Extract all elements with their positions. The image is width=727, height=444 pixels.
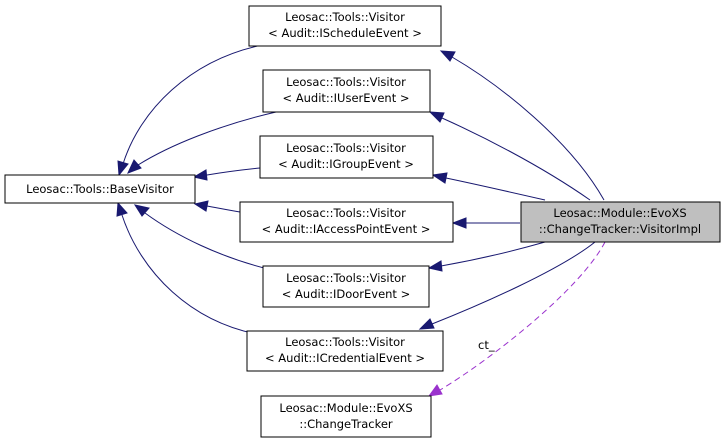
node-visitor-igroupevent-line2: < Audit::IGroupEvent > [278,157,414,171]
usage-edge-ct: ct_ [427,241,606,397]
node-visitor-igroupevent[interactable]: Leosac::Tools::Visitor < Audit::IGroupEv… [259,135,434,179]
node-changetracker-line1: Leosac::Module::EvoXS [279,401,412,415]
node-changetracker-visitorimpl[interactable]: Leosac::Module::EvoXS ::ChangeTracker::V… [520,201,721,243]
arrowhead-base-from-group [192,169,208,181]
edge-label-ct: ct_ [478,338,495,352]
arrowhead-accesspoint [451,217,467,229]
edges-visitors-to-base [116,44,277,337]
node-visitor-idoorevent-line2: < Audit::IDoorEvent > [282,287,410,301]
arrowhead-base-from-accesspoint [193,200,209,212]
node-visitor-icredentialevent[interactable]: Leosac::Tools::Visitor < Audit::ICredent… [246,330,444,372]
edge-impl-to-group [445,177,546,201]
arrowhead-user [428,111,445,123]
node-visitor-ischeduleevent[interactable]: Leosac::Tools::Visitor < Audit::ISchedul… [248,5,442,47]
node-visitor-ischeduleevent-line2: < Audit::IScheduleEvent > [268,26,422,40]
edge-impl-to-door [440,241,546,267]
edge-credential-to-base [121,214,269,337]
edges-impl-to-visitors [418,50,605,330]
edge-user-to-base [137,111,277,166]
usage-edge-line [439,241,606,391]
node-changetracker-visitorimpl-line1: Leosac::Module::EvoXS [553,206,686,220]
edge-impl-to-user [441,117,591,201]
node-visitor-idoorevent-line1: Leosac::Tools::Visitor [286,271,406,285]
node-changetracker-visitorimpl-line2: ::ChangeTracker::VisitorImpl [539,222,701,236]
edge-schedule-to-base [122,44,263,165]
node-visitor-iaccesspointevent-line1: Leosac::Tools::Visitor [286,206,406,220]
arrowhead-base-from-credential [116,201,128,217]
node-visitor-ischeduleevent-line1: Leosac::Tools::Visitor [285,10,405,24]
node-visitor-icredentialevent-line2: < Audit::ICredentialEvent > [265,351,425,365]
arrowhead-door [427,260,443,272]
edge-impl-to-schedule [451,56,605,201]
node-base-visitor-label: Leosac::Tools::BaseVisitor [26,182,174,196]
arrowhead-schedule [439,50,456,62]
node-visitor-iuserevent-line1: Leosac::Tools::Visitor [286,75,406,89]
arrowhead-group [431,172,448,184]
node-visitor-icredentialevent-line1: Leosac::Tools::Visitor [285,335,405,349]
edge-impl-to-credential [431,241,596,325]
node-visitor-idoorevent[interactable]: Leosac::Tools::Visitor < Audit::IDoorEve… [262,265,430,308]
arrowhead-base-from-schedule [117,160,129,177]
arrowhead-credential [418,318,435,330]
node-changetracker-line2: ::ChangeTracker [299,417,393,431]
edge-door-to-base [144,212,277,272]
node-visitor-igroupevent-line1: Leosac::Tools::Visitor [286,141,406,155]
edge-accesspoint-to-base [206,205,241,213]
arrowhead-base-from-door [133,204,150,217]
node-visitor-iaccesspointevent[interactable]: Leosac::Tools::Visitor < Audit::IAccessP… [239,201,454,243]
node-base-visitor[interactable]: Leosac::Tools::BaseVisitor [4,174,196,204]
node-changetracker[interactable]: Leosac::Module::EvoXS ::ChangeTracker [260,395,432,438]
node-visitor-iuserevent[interactable]: Leosac::Tools::Visitor < Audit::IUserEve… [262,69,431,113]
node-visitor-iaccesspointevent-line2: < Audit::IAccessPointEvent > [262,222,431,236]
usage-arrowhead [427,384,443,397]
arrowhead-base-from-user [127,159,142,174]
edge-group-to-base [206,167,261,176]
node-visitor-iuserevent-line2: < Audit::IUserEvent > [282,91,409,105]
